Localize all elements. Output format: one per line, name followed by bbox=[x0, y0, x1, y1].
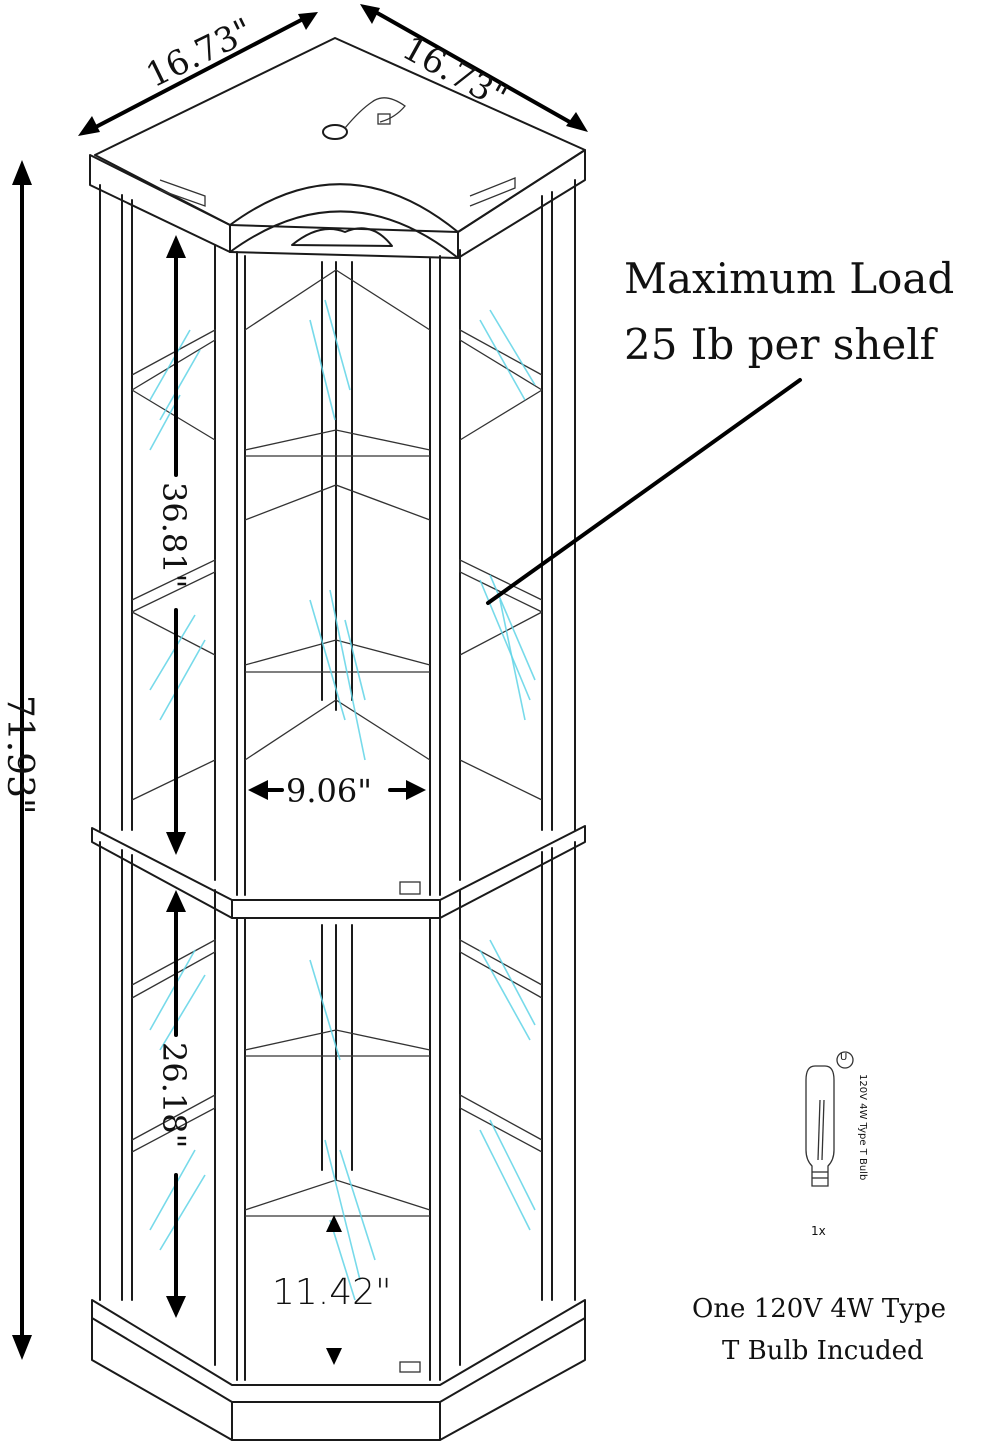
dim-door-width: 9.06" bbox=[286, 772, 372, 810]
upper-section bbox=[99, 179, 576, 896]
callout-max-load-line2: 25 Ib per shelf bbox=[624, 320, 936, 369]
power-cord-icon bbox=[344, 97, 406, 129]
cert-mark-icon bbox=[836, 1051, 854, 1069]
bulb-icon bbox=[805, 1051, 854, 1187]
bulb-spec-text: 120V 4W Type T Bulb bbox=[857, 1074, 868, 1181]
crown-ornament bbox=[291, 227, 393, 247]
bulb-caption-line2: T Bulb Incuded bbox=[722, 1336, 924, 1366]
cabinet-top bbox=[89, 37, 586, 259]
middle-band bbox=[91, 825, 586, 919]
cord-hole bbox=[322, 124, 348, 140]
callout-leader-line bbox=[486, 378, 802, 605]
bulb-caption-line1: One 120V 4W Type bbox=[692, 1294, 946, 1324]
bulb-cert-mark: U bbox=[840, 1052, 848, 1063]
dim-total-height: 71.93" bbox=[0, 695, 40, 815]
dim-upper-height: 36.81" bbox=[155, 482, 193, 589]
callout-max-load-line1: Maximum Load bbox=[624, 254, 955, 303]
dimension-arrows bbox=[12, 4, 588, 1365]
lower-section bbox=[99, 841, 576, 1381]
dim-lower-height: 26.18" bbox=[155, 1042, 193, 1149]
bulb-quantity: 1x bbox=[811, 1224, 826, 1238]
dim-lower-depth: 11.42" bbox=[272, 1272, 392, 1313]
glass-reflections-upper bbox=[149, 299, 536, 761]
cabinet-base bbox=[91, 1299, 586, 1441]
glass-reflections-lower bbox=[149, 939, 536, 1301]
